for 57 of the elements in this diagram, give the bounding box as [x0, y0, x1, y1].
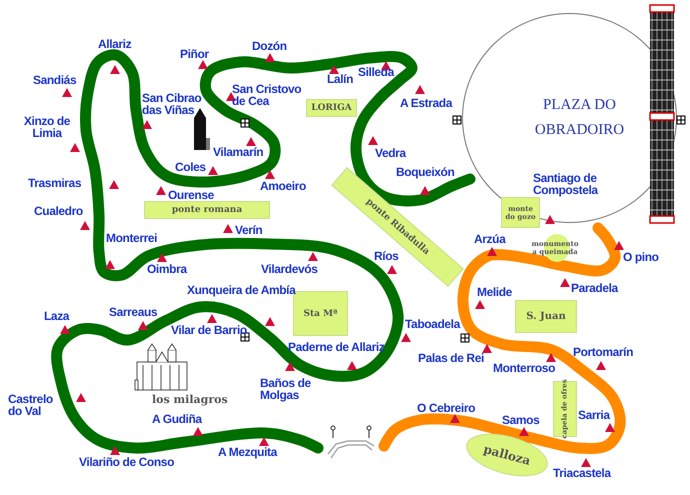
landmark-box: [144, 201, 270, 219]
place-name: Paderne de Allariz: [288, 341, 384, 353]
landmark-box: [553, 381, 577, 437]
place-name: Portomarín: [573, 346, 634, 358]
place-name: Vilariño de Conso: [79, 456, 174, 468]
place-name: Verín: [235, 224, 262, 236]
place-name: Sarria: [578, 409, 610, 421]
place-name: A Mezquita: [218, 446, 277, 458]
place-name: Sandiás: [33, 74, 76, 86]
place-name: Castrelo do Val: [8, 393, 54, 417]
place-name: Vilamarín: [213, 146, 264, 158]
place-name: Vilar de Barrio: [171, 324, 247, 336]
place-name: Samos: [502, 414, 540, 426]
place-name: O Cebreiro: [417, 402, 476, 414]
place-name: Sarreaus: [109, 306, 158, 318]
place-name: Amoeiro: [260, 180, 306, 192]
place-name: Melide: [477, 286, 512, 298]
landmark-box: [501, 197, 540, 228]
place-name: Ourense: [168, 189, 214, 201]
place-name: Laza: [44, 310, 70, 322]
place-name: Xinzo de Limia: [22, 115, 72, 139]
landmark-label: Sta Mª: [304, 308, 338, 318]
place-name: Vilardevós: [261, 263, 318, 275]
place-name: Palas de Rei: [418, 352, 484, 364]
place-name: Arzúa: [474, 233, 506, 245]
place-name: Oimbra: [147, 263, 187, 275]
place-name: Baños de Molgas: [260, 377, 312, 401]
place-name: San Cibrao das Viñas: [142, 92, 202, 116]
place-name: Paradela: [571, 282, 618, 294]
place-name: Taboadela: [405, 318, 460, 330]
landmark-box: [515, 300, 577, 333]
place-name: O pino: [623, 251, 659, 263]
place-name: A Gudiña: [152, 413, 202, 425]
landmark-label: S. Juan: [526, 311, 566, 322]
landmark-label: ponte romana: [172, 205, 242, 215]
place-name: Xunqueira de Ambía: [187, 284, 296, 296]
place-name: Boqueixón: [396, 166, 454, 178]
landmark-label: palloza: [482, 442, 532, 468]
place-name: Triacastela: [553, 467, 611, 479]
place-name: Cualedro: [34, 205, 83, 217]
place-name: Monterroso: [493, 362, 556, 374]
landmark-label: LORIGA: [311, 103, 352, 113]
place-name: San Cristovo de Cea: [232, 83, 302, 107]
landmark-label: los milagros: [152, 394, 228, 406]
place-name: A Estrada: [400, 97, 452, 109]
place-name: Santiago de Compostela: [533, 172, 600, 196]
place-name: Coles: [175, 161, 206, 173]
landmark-box: [306, 99, 357, 117]
plaza-label: PLAZA DO OBRADOIRO: [534, 96, 624, 140]
place-name: Trasmiras: [28, 177, 82, 189]
place-name: Dozón: [252, 40, 287, 52]
place-name: Lalín: [327, 73, 354, 85]
place-name: Piñor: [180, 48, 209, 60]
place-name: Silleda: [358, 66, 394, 78]
place-name: Allariz: [98, 38, 132, 50]
place-name: Vedra: [375, 147, 406, 159]
place-name: Monterrei: [106, 232, 158, 244]
